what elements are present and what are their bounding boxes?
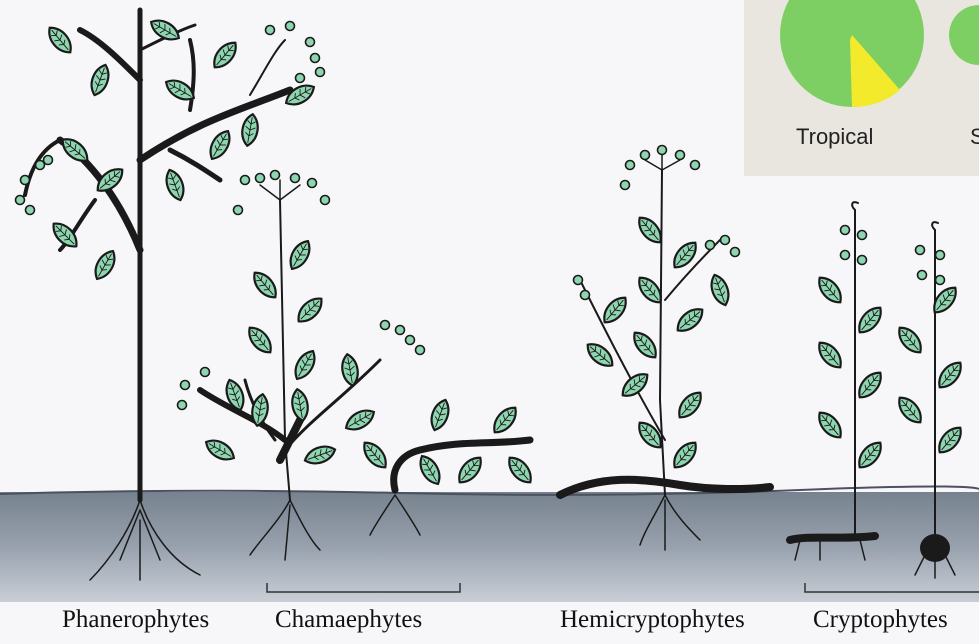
bulb xyxy=(920,534,950,562)
soil-layer xyxy=(0,492,979,602)
inset-label: Tropical xyxy=(796,124,873,149)
svg-text:S: S xyxy=(970,124,979,149)
label-chamaephytes: Chamaephytes xyxy=(275,606,422,634)
label-hemicryptophytes: Hemicryptophytes xyxy=(560,606,745,634)
label-phanerophytes: Phanerophytes xyxy=(62,606,209,634)
label-cryptophytes: Cryptophytes xyxy=(813,606,948,634)
inset-label-area: Tropical S xyxy=(744,110,979,170)
